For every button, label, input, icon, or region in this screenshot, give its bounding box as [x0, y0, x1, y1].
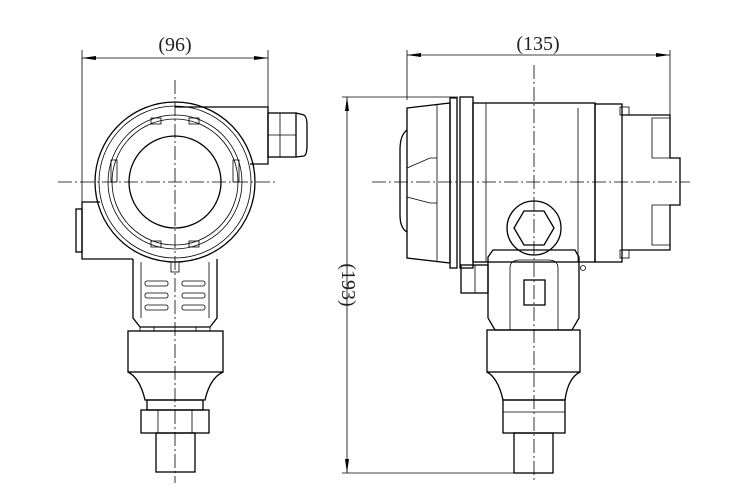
height-dimension: (193): [337, 96, 515, 474]
process-connection: [127, 330, 224, 473]
height-dimension-label: (193): [337, 263, 359, 306]
front-view: (96): [58, 34, 308, 483]
main-body: [472, 102, 623, 263]
side-plug: [75, 208, 83, 253]
side-process-connection: [486, 329, 581, 474]
front-cover: [399, 102, 451, 264]
depth-dimension: (135): [406, 33, 671, 115]
width-dimension: (96): [81, 34, 269, 205]
cable-gland: [267, 112, 308, 158]
window: [523, 279, 546, 306]
side-view: (135) (193): [337, 33, 690, 483]
depth-dimension-label: (135): [516, 33, 559, 55]
side-block: [460, 264, 489, 294]
rear-boss: [619, 106, 681, 259]
width-dimension-label: (96): [158, 34, 191, 56]
